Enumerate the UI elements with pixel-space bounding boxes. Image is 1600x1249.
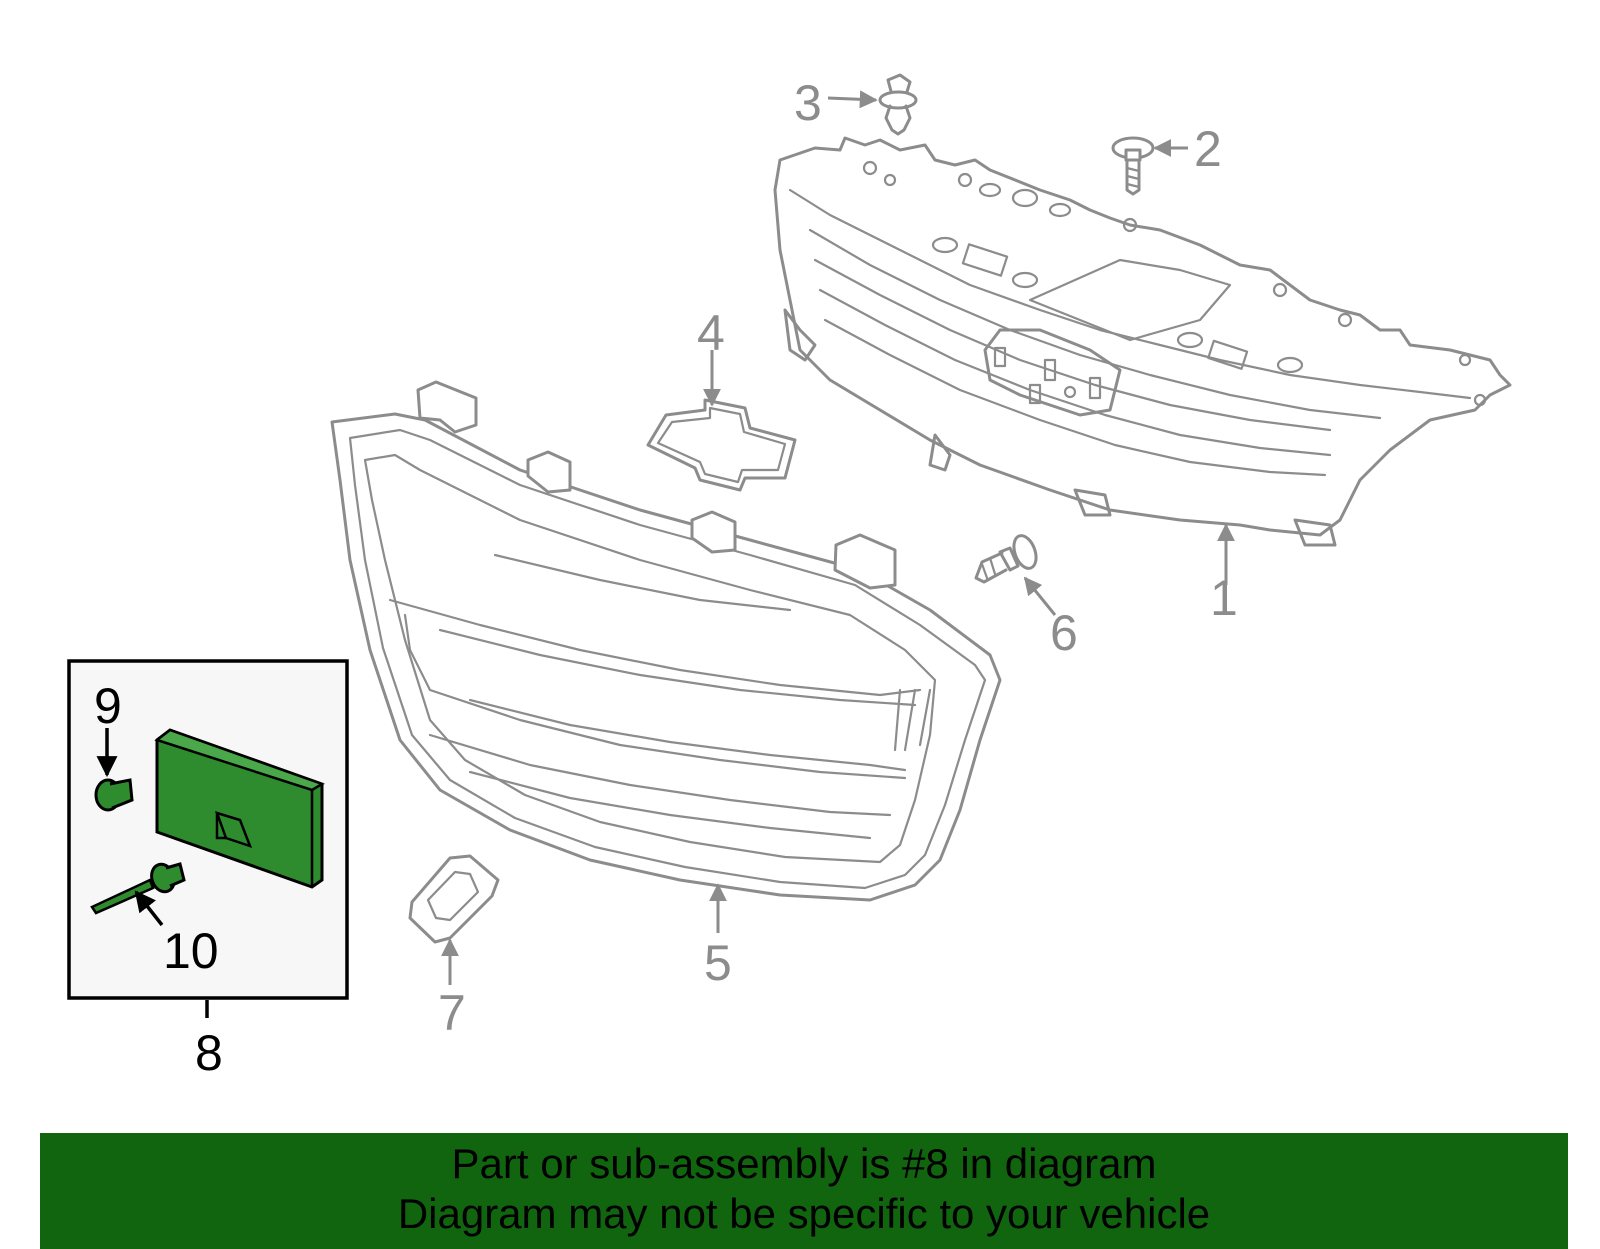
part-5-front-grille[interactable]: [330, 380, 1002, 902]
part-8-license-bracket[interactable]: [154, 728, 325, 889]
callout-3: 3: [794, 75, 822, 131]
callout-10: 10: [163, 923, 219, 979]
callout-8: 8: [195, 1025, 223, 1081]
info-banner: Part or sub-assembly is #8 in diagram Di…: [40, 1133, 1568, 1249]
callout-9: 9: [94, 678, 122, 734]
part-2-bolt[interactable]: [1111, 136, 1155, 196]
callout-7: 7: [438, 985, 466, 1041]
part-8-inset[interactable]: [67, 659, 349, 1000]
callout-4: 4: [697, 305, 725, 361]
part-1-grille-support[interactable]: [773, 136, 1512, 547]
callout-5: 5: [704, 935, 732, 991]
part-7-retainer[interactable]: [408, 854, 500, 944]
callout-1: 1: [1210, 570, 1238, 626]
callout-2: 2: [1194, 121, 1222, 177]
banner-line-2: Diagram may not be specific to your vehi…: [397, 1190, 1211, 1237]
part-6-screw[interactable]: [974, 533, 1040, 584]
leader-lines: [96, 90, 1235, 1018]
part-9-fastener[interactable]: [94, 778, 134, 812]
part-10-rivet[interactable]: [90, 861, 186, 915]
banner-line-1: Part or sub-assembly is #8 in diagram: [451, 1140, 1157, 1187]
part-3-push-clip[interactable]: [878, 73, 918, 136]
part-4-emblem[interactable]: [646, 398, 797, 492]
callout-6: 6: [1050, 605, 1078, 661]
